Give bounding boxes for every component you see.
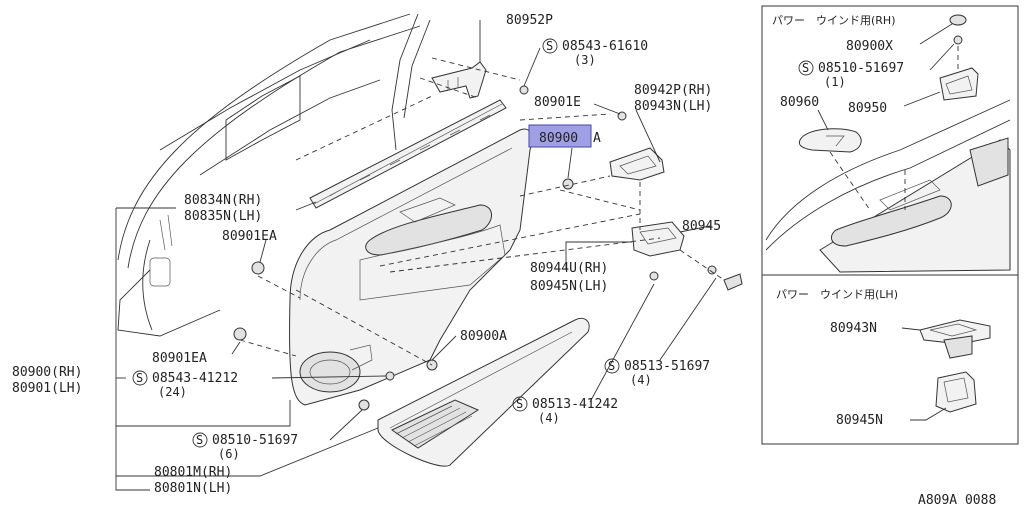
clip-80901ea-bottom [233, 327, 247, 341]
clip-80901e [617, 111, 627, 121]
label-80901-lh: 80901(LH) [12, 381, 82, 396]
label-80901ea-bottom: 80901EA [152, 351, 207, 366]
label-80900-rh: 80900(RH) [12, 365, 82, 380]
label-80945n-lh: 80945N(LH) [530, 279, 608, 294]
screw-08543-61610 [519, 85, 529, 95]
weatherstrip-part [309, 99, 507, 209]
label-80901ea-top: 80901EA [222, 229, 277, 244]
label-80801n-lh: 80801N(LH) [154, 481, 232, 496]
figure-code: A809A 0088 [918, 493, 996, 508]
screw-08543-41212 [385, 371, 395, 381]
screw-symbol: S [604, 358, 620, 374]
screw-08510-51697 [358, 399, 370, 411]
inset-rh-title: パワー ウインド用(RH) [772, 14, 896, 27]
svg-text:S: S [196, 433, 203, 447]
screw-symbol: S [798, 60, 814, 76]
screw-08513-51697 [707, 265, 717, 275]
label-80901e: 80901E [534, 95, 581, 110]
switch-bezel-part [609, 147, 665, 181]
label-80834n-rh: 80834N(RH) [184, 193, 262, 208]
clip-80900a-top [562, 178, 574, 190]
label-08543-41212: 08543-41212 [152, 371, 238, 386]
label-80801m-rh: 80801M(RH) [154, 465, 232, 480]
label-80835n-lh: 80835N(LH) [184, 209, 262, 224]
screw-08510-51697-inset [953, 35, 963, 45]
label-08510-51697-inset-qty: (1) [824, 75, 846, 89]
label-80950: 80950 [848, 101, 887, 116]
cover-80960 [798, 128, 862, 153]
screw-symbol: S [542, 38, 558, 54]
cap-80900x [949, 14, 967, 26]
svg-text:S: S [802, 61, 809, 75]
label-80943n: 80943N [830, 321, 877, 336]
dashed-assembly-lines [239, 57, 725, 366]
pocket-trim-part [377, 317, 590, 467]
label-08513-41242-qty: (4) [538, 411, 560, 425]
housing-80945n [935, 371, 977, 413]
inset-rh: パワー ウインド用(RH) 80900X S 08510-51697 (1) 8… [765, 14, 1011, 273]
cap-80945 [723, 273, 743, 291]
label-08513-41242: 08513-41242 [532, 397, 618, 412]
label-80943n-lh: 80943N(LH) [634, 99, 712, 114]
leader-lines [115, 20, 717, 491]
label-08543-61610: 08543-61610 [562, 39, 648, 54]
screw-08513-41242 [649, 271, 659, 281]
screw-symbol: S [192, 432, 208, 448]
svg-text:S: S [608, 359, 615, 373]
screw-symbol: S [512, 396, 528, 412]
label-08543-61610-qty: (3) [574, 53, 596, 67]
svg-text:S: S [136, 371, 143, 385]
svg-text:S: S [546, 39, 553, 53]
label-08510-51697: 08510-51697 [212, 433, 298, 448]
label-08513-51697: 08513-51697 [624, 359, 710, 374]
svg-text:S: S [516, 397, 523, 411]
label-80960: 80960 [780, 95, 819, 110]
label-80900a: 80900A [460, 329, 507, 344]
inset-lh-title: パワー ウインド用(LH) [776, 288, 898, 301]
label-80942p-rh: 80942P(RH) [634, 83, 712, 98]
door-frame-drawing [117, 13, 431, 337]
screw-symbol: S [132, 370, 148, 386]
label-80900-highlighted[interactable]: 80900 [539, 131, 578, 146]
clip-bracket-part [431, 61, 487, 99]
label-08510-51697-qty: (6) [218, 447, 240, 461]
label-08543-41212-qty: (24) [158, 385, 187, 399]
label-80945: 80945 [682, 219, 721, 234]
label-80944u-rh: 80944U(RH) [530, 261, 608, 276]
clip-80901ea-top [251, 261, 265, 275]
label-80952p: 80952P [506, 13, 553, 28]
highlight-box[interactable] [528, 124, 592, 148]
inset-lh: パワー ウインド用(LH) 80943N 80945N [776, 288, 991, 428]
label-80945n: 80945N [836, 413, 883, 428]
label-80900a-suffix: A [593, 131, 601, 146]
label-08510-51697-inset: 08510-51697 [818, 61, 904, 76]
label-08513-51697-qty: (4) [630, 373, 652, 387]
door-trim-panel [289, 128, 533, 406]
label-80900x: 80900X [846, 39, 893, 54]
